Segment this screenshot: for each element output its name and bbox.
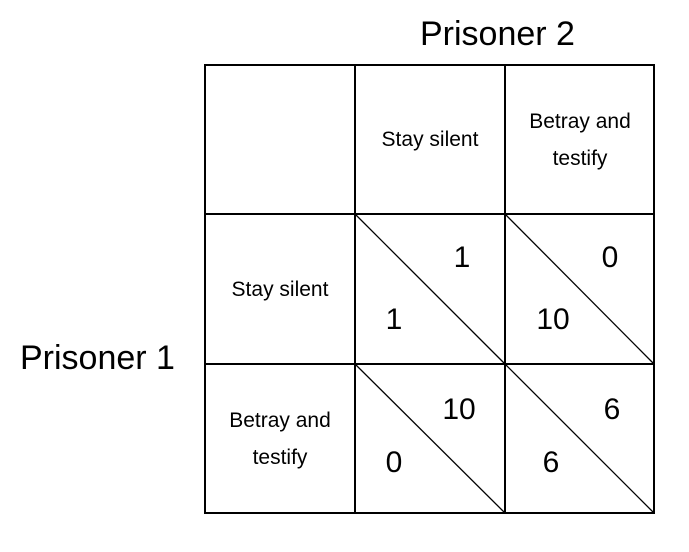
- diagonal-cell-1-1: [354, 213, 506, 365]
- payoff-betray-silent-prisoner1: 0: [385, 446, 403, 479]
- diagonal-cell-2-1: [354, 363, 506, 514]
- row-strategy-betray: Betray and testify: [229, 408, 331, 469]
- row-strategy-stay-silent: Stay silent: [231, 277, 329, 301]
- diagonal-cell-2-2: [504, 363, 655, 514]
- matrix-border: [204, 64, 655, 514]
- column-strategy-betray: Betray and testify: [529, 109, 631, 170]
- payoff-silent-betray-prisoner1: 10: [536, 303, 570, 336]
- payoff-silent-silent-prisoner2: 1: [453, 241, 471, 274]
- payoff-betray-betray-prisoner2: 6: [603, 393, 621, 426]
- row-player-label: Prisoner 1: [20, 339, 175, 377]
- column-strategy-stay-silent: Stay silent: [381, 128, 479, 151]
- payoff-silent-betray-prisoner2: 0: [601, 241, 619, 274]
- payoff-betray-silent-prisoner2: 10: [442, 393, 476, 426]
- diagonal-cell-1-2: [504, 213, 655, 365]
- payoff-betray-betray-prisoner1: 6: [542, 446, 560, 479]
- column-player-label: Prisoner 2: [420, 15, 575, 53]
- payoff-silent-silent-prisoner1: 1: [385, 303, 403, 336]
